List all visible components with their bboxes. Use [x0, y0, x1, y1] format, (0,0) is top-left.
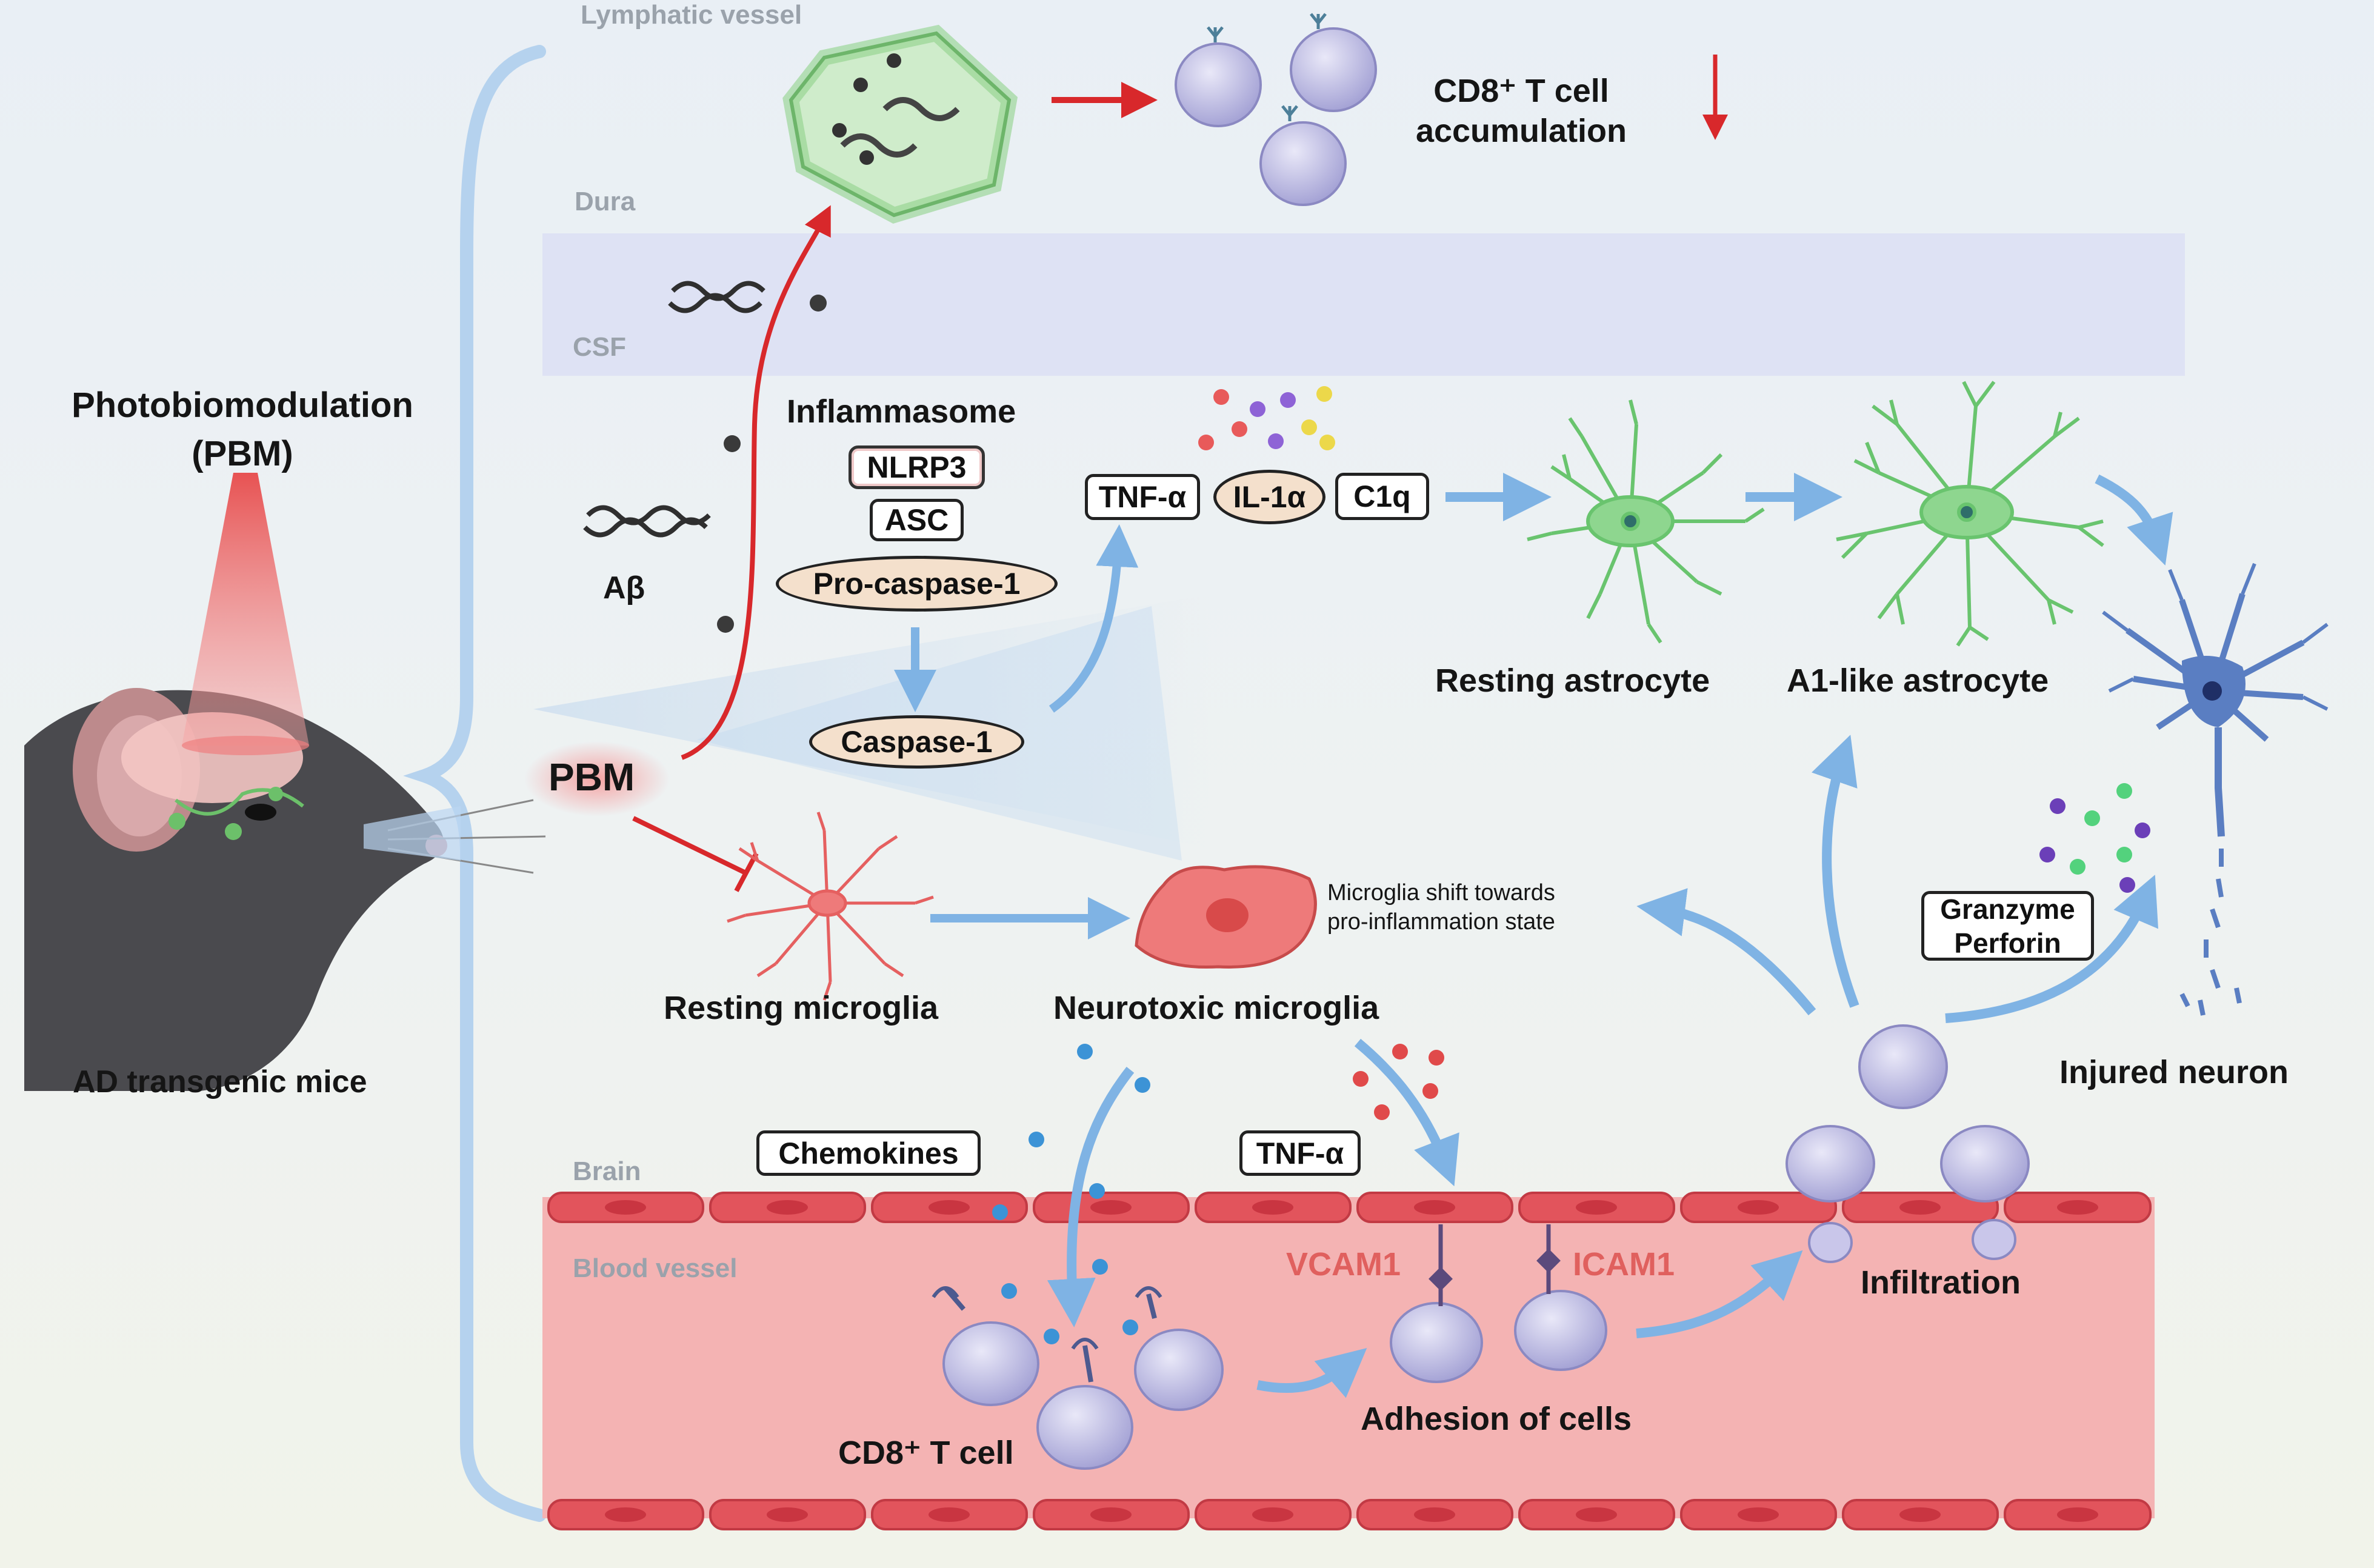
pbm-label: PBM — [548, 755, 635, 799]
pbm-glow — [524, 741, 670, 816]
astrocyte-icon-a1 — [1836, 381, 2104, 647]
chemokine-dots — [992, 1044, 1150, 1344]
laser-beam-icon — [182, 473, 309, 746]
microglia-shift-line2: pro-inflammation state — [1327, 909, 1555, 935]
procaspase-oval: Pro-caspase-1 — [776, 556, 1058, 612]
astrocyte-icon-resting — [1527, 399, 1765, 644]
chemokines-box: Chemokines — [756, 1130, 981, 1176]
t-cell-icon-group-infiltration — [1786, 1024, 2030, 1263]
lymph-node-icon — [782, 24, 1018, 224]
layer-label-blood-vessel: Blood vessel — [573, 1253, 738, 1283]
pbm-title-line1: Photobiomodulation — [72, 385, 413, 425]
neurotoxic-microglia-label: Neurotoxic microglia — [1053, 990, 1379, 1026]
cd8-accumulation-line2: accumulation — [1415, 113, 1627, 149]
pbm-title-line2: (PBM) — [192, 434, 293, 473]
infiltration-label: Infiltration — [1861, 1264, 2021, 1301]
microglia-icon-resting — [727, 812, 934, 1001]
mouse-head-icon — [24, 688, 546, 1091]
granzyme-label: Granzyme — [1940, 893, 2075, 925]
t-cell-icon-group-vessel — [932, 1286, 1607, 1470]
caspase-oval: Caspase-1 — [809, 715, 1024, 769]
cd8-accumulation-line1: CD8⁺ T cell — [1433, 73, 1609, 109]
granzyme-perforin-box: Granzyme Perforin — [1921, 891, 2094, 961]
layer-label-csf: CSF — [573, 332, 626, 362]
vcam1-label: VCAM1 — [1286, 1246, 1401, 1283]
il1-alpha-oval: IL-1α — [1213, 470, 1325, 524]
endothelium-top-nuclei — [605, 1200, 2098, 1215]
layer-label-dura: Dura — [575, 187, 636, 216]
csf-band — [542, 233, 2185, 376]
injured-neuron-label: Injured neuron — [2059, 1054, 2289, 1090]
asc-box: ASC — [870, 499, 964, 541]
c1q-box: C1q — [1335, 473, 1429, 520]
tnf-alpha-box: TNF-α — [1085, 474, 1200, 520]
resting-astrocyte-label: Resting astrocyte — [1435, 662, 1710, 699]
mice-label: AD transgenic mice — [73, 1064, 367, 1099]
amyloid-plaque-icon — [583, 281, 765, 538]
layer-label-brain: Brain — [573, 1156, 641, 1186]
cd8-tcell-label: CD8⁺ T cell — [838, 1435, 1014, 1471]
cytokine-dots — [1198, 386, 1335, 450]
neuron-icon — [2102, 562, 2329, 1016]
tnf-dots — [1353, 1044, 1444, 1120]
abeta-label: Aβ — [603, 570, 645, 606]
tnf-alpha-box-vessel: TNF-α — [1239, 1130, 1361, 1176]
adhesion-molecules — [1429, 1224, 1561, 1306]
adhesion-label: Adhesion of cells — [1361, 1401, 1632, 1437]
pbm-to-lymph-arrow — [681, 205, 831, 760]
a1-astrocyte-label: A1-like astrocyte — [1787, 662, 2049, 699]
t-cell-icon-group-top — [1175, 13, 1377, 206]
microglia-shift-line1: Microglia shift towards — [1327, 880, 1555, 906]
nlrp3-box: NLRP3 — [849, 445, 985, 489]
pbm-inhibit-arrow — [632, 816, 747, 875]
resting-microglia-label: Resting microglia — [664, 990, 939, 1026]
layer-label-lymphatic: Lymphatic vessel — [581, 0, 802, 30]
brace — [403, 45, 546, 1522]
icam1-label: ICAM1 — [1573, 1246, 1675, 1283]
microglia-icon-neurotoxic — [1135, 865, 1317, 969]
inflammasome-title: Inflammasome — [787, 393, 1016, 430]
granzyme-dots — [2039, 783, 2150, 893]
perforin-label: Perforin — [1954, 927, 2061, 959]
